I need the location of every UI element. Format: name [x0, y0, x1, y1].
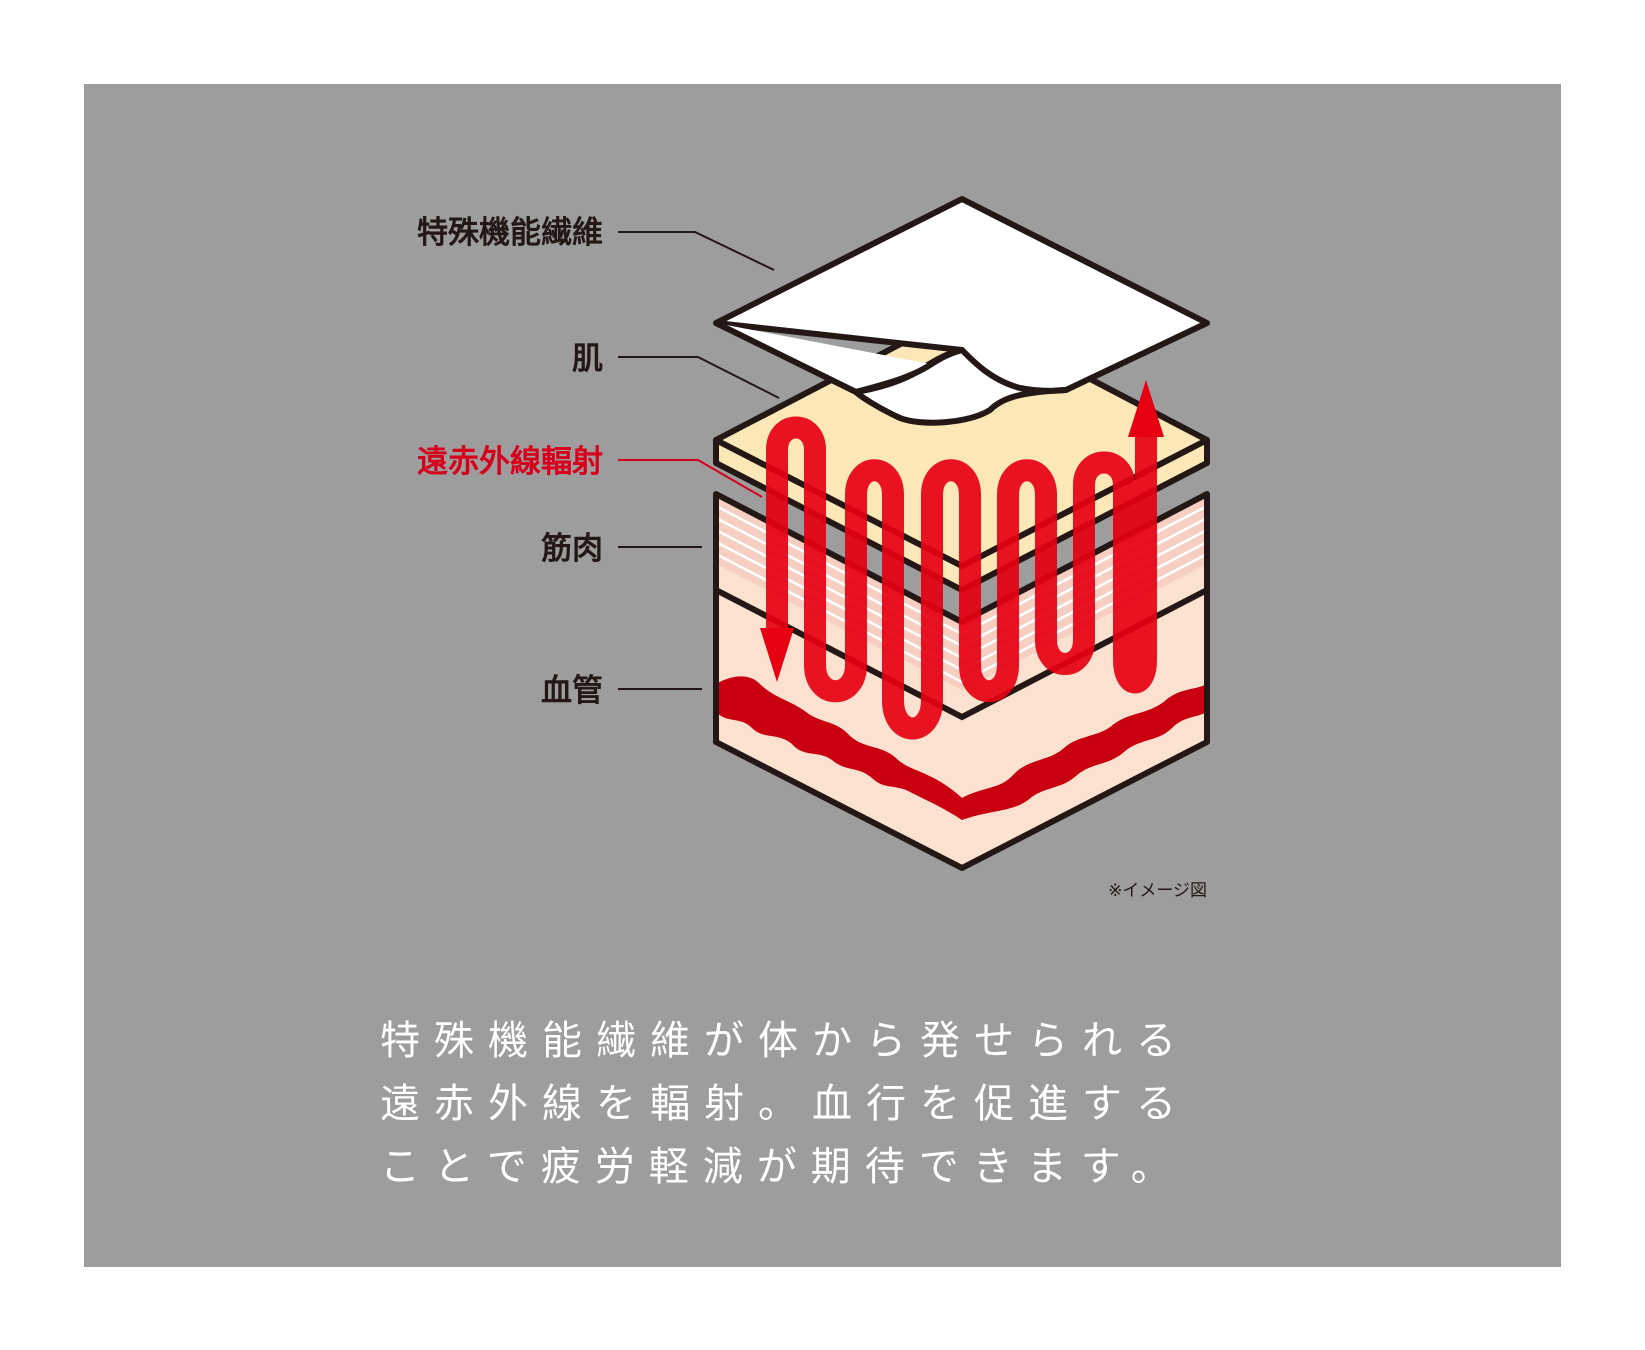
radiation-wave-path [766, 416, 1157, 740]
label-far-infrared: 遠赤外線輻射 [417, 444, 603, 480]
caption-line-2: 遠赤外線を輻射。血行を促進する [380, 1081, 1190, 1127]
image-note: ※イメージ図 [1108, 881, 1207, 901]
leader-far-infrared [618, 459, 763, 498]
fiber-sheet-shape [713, 196, 1210, 426]
leader-lines [618, 231, 780, 690]
blood-vessel-band [716, 676, 962, 820]
fiber-sheet [713, 196, 1210, 426]
arrow-head-down [760, 628, 794, 682]
fiber-sheet-curl [714, 320, 1067, 395]
caption-line-1: 特殊機能繊維が体から発せられる [380, 1018, 1190, 1064]
label-blood-vessel: 血管 [541, 673, 603, 709]
blood-vessel-band-right [962, 684, 1207, 820]
leader-skin [618, 356, 780, 399]
arrow-head-up [1128, 380, 1164, 437]
label-muscle: 筋肉 [541, 531, 603, 567]
far-infrared-arrow [760, 380, 1164, 740]
label-fiber: 特殊機能繊維 [417, 215, 603, 251]
caption-line-3: ことで疲労軽減が期待できます。 [380, 1144, 1185, 1190]
label-skin: 肌 [572, 341, 603, 377]
caption: 特殊機能繊維が体から発せられる 遠赤外線を輻射。血行を促進する ことで疲労軽減が… [380, 1010, 1280, 1199]
leader-fiber [618, 231, 775, 271]
